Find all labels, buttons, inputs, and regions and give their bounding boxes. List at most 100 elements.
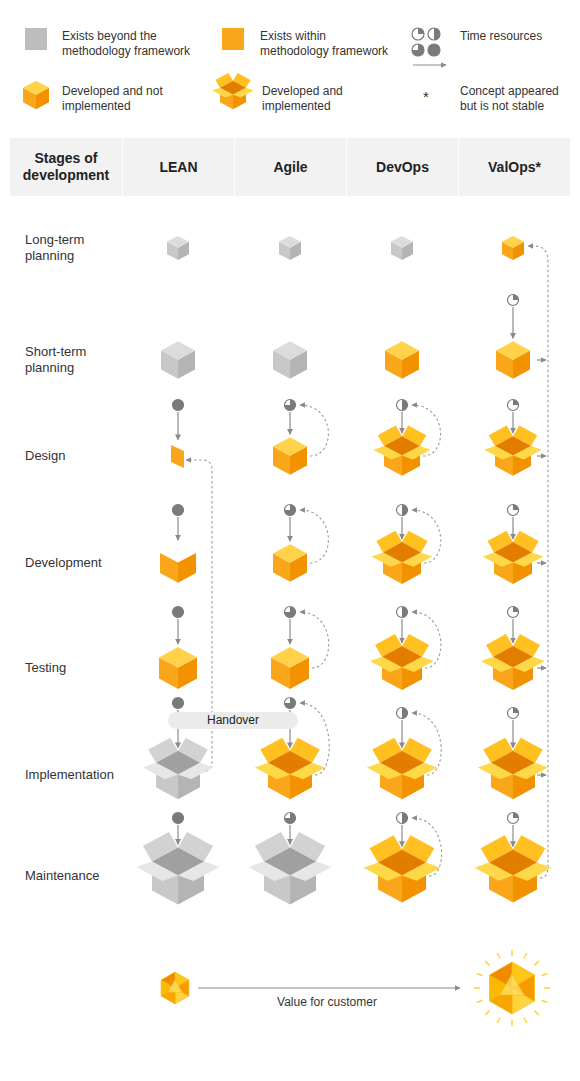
node-text: Agile — [273, 159, 307, 176]
box-top — [496, 341, 530, 359]
time-circle — [428, 44, 440, 56]
legend-text: Developed and not implemented — [62, 84, 182, 114]
time-circle — [397, 708, 408, 719]
time-fill — [428, 44, 440, 56]
value-caption: Value for customer — [250, 995, 404, 1010]
time-circle — [397, 607, 408, 618]
time-fill — [418, 28, 424, 34]
time-resource-icon — [397, 607, 408, 618]
flow-arrow — [512, 825, 513, 847]
box-flap — [475, 863, 513, 881]
cube-box-icon — [385, 341, 419, 378]
box-flap — [402, 657, 434, 672]
time-circle — [285, 607, 296, 618]
stage-label: Maintenance — [25, 868, 121, 884]
gem-facet — [500, 974, 525, 995]
time-fill — [285, 698, 296, 709]
open-box-icon — [475, 835, 552, 902]
handover-pill: Handover — [168, 712, 298, 729]
time-circle — [173, 698, 184, 709]
box-flap — [402, 552, 432, 566]
time-fill — [173, 813, 184, 824]
feedback-arrow — [537, 455, 546, 456]
time-resource-icon — [412, 44, 424, 56]
time-resource-icon — [285, 607, 296, 618]
flow-arrow — [512, 412, 513, 433]
flow-arrow — [289, 619, 290, 644]
glow-ray — [544, 987, 550, 989]
time-fill — [173, 698, 184, 709]
time-circle — [412, 28, 424, 40]
time-circle — [397, 505, 408, 516]
time-resource-icon — [285, 698, 296, 709]
cube-box-icon — [391, 236, 413, 260]
box-flap — [513, 863, 551, 881]
box-flap — [290, 763, 325, 780]
time-arrow — [413, 64, 446, 65]
box-flap — [212, 88, 233, 98]
glow-ray — [485, 961, 489, 965]
node-text: LEAN — [159, 159, 197, 176]
flow-arrow — [177, 619, 178, 644]
glow-ray — [511, 1020, 513, 1026]
time-fill — [402, 813, 408, 824]
open-box-icon — [483, 531, 544, 584]
node-text: ValOps* — [488, 159, 541, 176]
stage-label: Short-term planning — [25, 344, 121, 377]
cube-box-icon — [273, 341, 307, 378]
header-cell: Agile — [235, 138, 346, 196]
box-flap — [178, 861, 220, 881]
glow-ray — [477, 973, 483, 975]
feedback-arrow — [537, 359, 546, 360]
time-circle — [173, 400, 184, 411]
time-resource-icon — [397, 505, 408, 516]
box-flap — [290, 861, 332, 881]
flow-arrow — [401, 412, 402, 433]
cube-box-icon — [279, 236, 301, 260]
open-box-icon — [248, 832, 331, 905]
time-resource-icon — [508, 708, 519, 719]
box-flap — [484, 446, 513, 460]
box-flap — [367, 763, 402, 780]
time-circle — [508, 295, 519, 306]
time-resource-icon — [285, 400, 296, 411]
header-cell: Stages of development — [10, 138, 122, 196]
feedback-arrow — [537, 774, 546, 775]
box-flap — [136, 861, 178, 881]
flow-arrow — [512, 619, 513, 643]
box-flap — [143, 763, 178, 780]
time-resource-icon — [508, 813, 519, 824]
flow-arrow — [289, 825, 290, 844]
time-circle — [412, 44, 424, 56]
open-box-icon — [484, 426, 542, 476]
open-box-icon — [370, 634, 434, 690]
value-gem — [161, 972, 189, 1004]
time-resource-icon — [397, 400, 408, 411]
time-circle — [508, 813, 519, 824]
time-fill — [402, 607, 408, 618]
value-arrow — [198, 987, 460, 988]
box-flap — [478, 763, 513, 780]
time-circle — [508, 708, 519, 719]
box-top — [161, 341, 195, 359]
time-fill — [513, 400, 519, 406]
cube-box-icon — [496, 341, 530, 378]
time-resource-icon — [508, 607, 519, 618]
box-flap — [373, 446, 402, 460]
open-box-icon — [364, 835, 441, 902]
time-circle — [508, 505, 519, 516]
time-resource-icon — [285, 813, 296, 824]
box-flap — [372, 552, 402, 566]
box-top — [502, 236, 524, 248]
stage-label: Design — [25, 448, 121, 464]
time-circle — [173, 607, 184, 618]
stage-label: Implementation — [25, 767, 121, 783]
time-resource-icon — [412, 28, 424, 40]
time-circle — [428, 28, 440, 40]
time-circle — [285, 813, 296, 824]
open-box-icon — [478, 738, 548, 800]
flow-arrow — [401, 720, 402, 748]
box-top — [167, 236, 189, 248]
time-resource-icon — [173, 400, 184, 411]
open-box-icon — [481, 634, 545, 690]
